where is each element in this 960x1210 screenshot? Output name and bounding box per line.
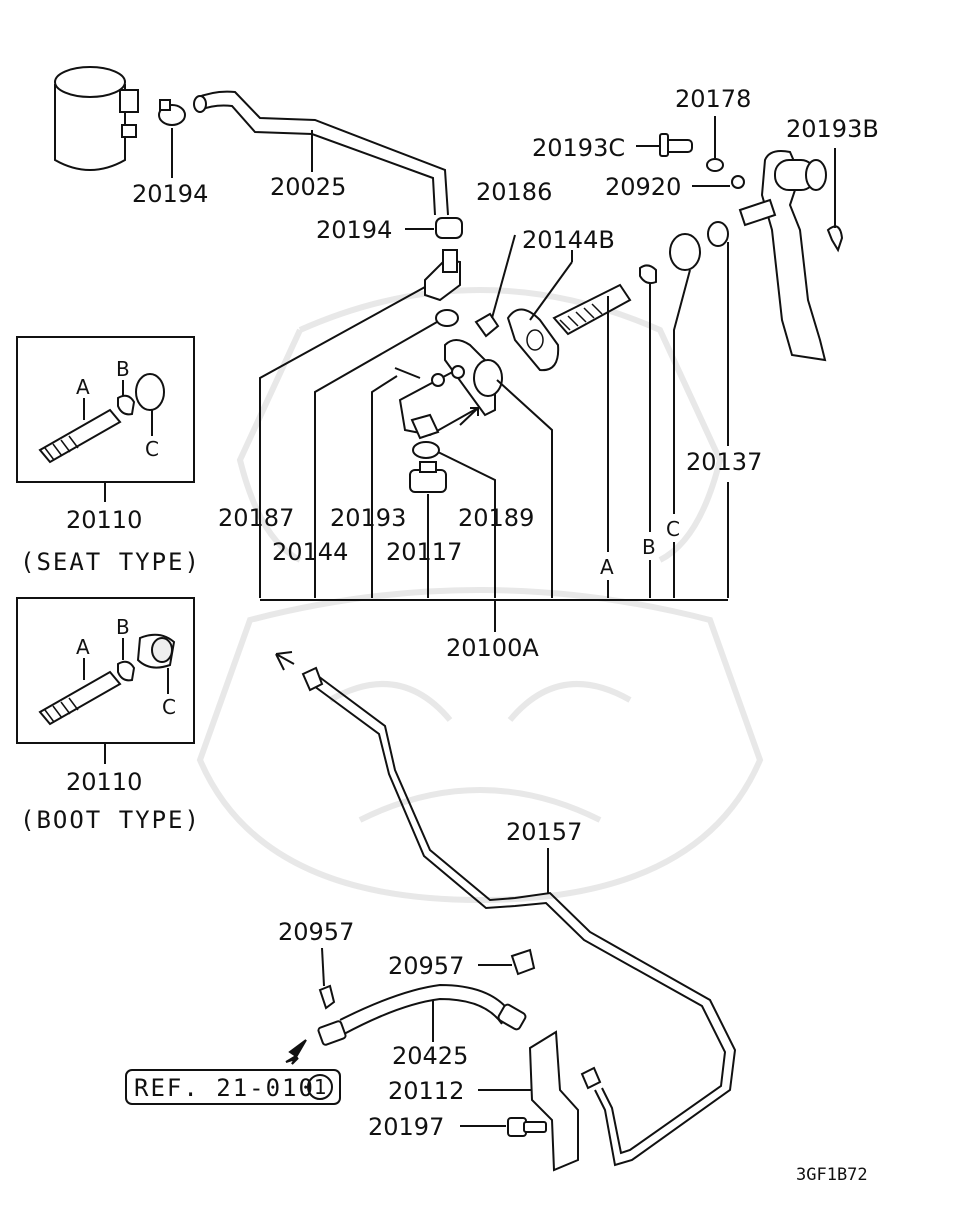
nut-20137 — [707, 221, 729, 247]
clip-20957-b — [510, 948, 536, 976]
clip-B — [639, 264, 657, 285]
label-20117: 20117 — [386, 538, 462, 566]
inset-boot-label-b: B — [116, 615, 130, 639]
clevis-pin-20193C — [659, 133, 693, 157]
ref-arrow-icon — [285, 1039, 307, 1065]
ref-circle — [307, 1074, 333, 1100]
bolt-20197 — [507, 1117, 547, 1137]
label-20112: 20112 — [388, 1077, 464, 1105]
reservoir-hose — [193, 90, 449, 216]
clutch-hose-20425 — [317, 983, 527, 1046]
ref-circle-number: 1 — [314, 1075, 327, 1099]
label-20193C: 20193C — [532, 134, 625, 162]
label-20157: 20157 — [506, 818, 582, 846]
reservoir-nipple-20187 — [424, 249, 461, 302]
inset-seat-label-c: C — [145, 437, 159, 461]
clip-20178 — [706, 158, 724, 172]
label-20194-b: 20194 — [316, 216, 392, 244]
label-20197: 20197 — [368, 1113, 444, 1141]
label-20186: 20186 — [476, 178, 552, 206]
hose-clamp-20194-b — [435, 217, 463, 239]
label-20193B: 20193B — [786, 115, 879, 143]
label-20920: 20920 — [605, 173, 681, 201]
inset-seat-label-a: A — [76, 375, 90, 399]
inset-boot-push-rod — [38, 670, 122, 726]
callout-C: C — [666, 517, 680, 541]
clutch-pipe-20157 — [301, 666, 737, 1167]
leader-20186 — [491, 234, 516, 319]
washer-20920 — [731, 175, 745, 189]
o-ring-20189 — [412, 441, 440, 459]
grommet-20144 — [435, 309, 459, 327]
snap-pin-20193B — [826, 225, 844, 253]
inset-seat-label-b: B — [116, 357, 130, 381]
inset-boot-label-c: C — [162, 695, 176, 719]
seat-C — [669, 233, 701, 271]
label-20189: 20189 — [458, 504, 534, 532]
diagram-code: 3GF1B72 — [796, 1165, 868, 1185]
fitting-20117 — [409, 461, 447, 493]
inset-seat-type: A B C 20110 (SEAT TYPE) — [16, 336, 201, 576]
reservoir-tank — [54, 66, 139, 171]
arrow-marker — [459, 407, 479, 426]
label-20193: 20193 — [330, 504, 406, 532]
nut-20186 — [474, 312, 500, 338]
label-20194-a: 20194 — [132, 180, 208, 208]
inset-seat-ring — [135, 373, 165, 411]
inset-seat-push-rod — [38, 408, 122, 464]
watermark-mask — [196, 287, 764, 904]
label-20137: 20137 — [686, 448, 762, 476]
inset-boot-label-a: A — [76, 635, 90, 659]
label-20144B: 20144B — [522, 226, 615, 254]
inset-boot-type: A B C 20110 (BOOT TYPE) — [16, 597, 201, 834]
label-20025: 20025 — [270, 173, 346, 201]
inset-boot-opening — [151, 637, 173, 663]
direction-arrow — [275, 651, 295, 671]
label-20425: 20425 — [392, 1042, 468, 1070]
inset-seat-clip — [117, 394, 136, 416]
clip-20957-a — [318, 984, 336, 1010]
clutch-pedal — [738, 150, 827, 362]
inset-boot-clip — [117, 660, 136, 682]
inset-boot-code: 20110 — [66, 768, 142, 796]
gasket-20144B — [506, 308, 560, 372]
callout-A: A — [600, 555, 614, 579]
callout-B: B — [642, 535, 656, 559]
label-20957-a: 20957 — [278, 918, 354, 946]
label-20957-b: 20957 — [388, 952, 464, 980]
roll-pin-20193 — [394, 367, 421, 379]
ref-box — [125, 1069, 341, 1105]
master-cylinder-body — [398, 339, 503, 440]
bracket-20112 — [528, 1030, 579, 1172]
label-20100A: 20100A — [446, 634, 539, 662]
label-20144: 20144 — [272, 538, 348, 566]
leader-lines-20100A — [259, 242, 729, 632]
inset-seat-code: 20110 — [66, 506, 142, 534]
label-20178: 20178 — [675, 85, 751, 113]
ref-text: REF. 21-010 — [134, 1074, 315, 1102]
label-20187: 20187 — [218, 504, 294, 532]
leader-20957-a — [321, 947, 325, 987]
hose-clamp-20194-a — [158, 99, 186, 126]
inset-seat-caption: (SEAT TYPE) — [20, 548, 201, 576]
push-rod-A — [552, 283, 632, 336]
inset-boot-caption: (BOOT TYPE) — [20, 806, 201, 834]
leader-20144B-a — [529, 261, 573, 321]
